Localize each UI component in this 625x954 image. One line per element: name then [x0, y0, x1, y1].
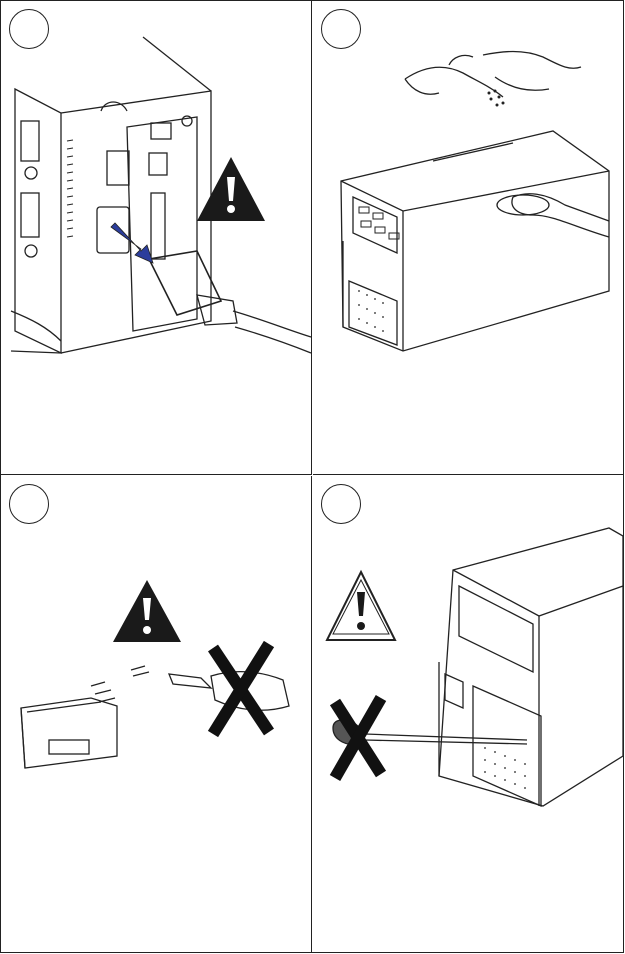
instruction-grid — [0, 0, 625, 954]
outer-frame — [0, 0, 624, 953]
